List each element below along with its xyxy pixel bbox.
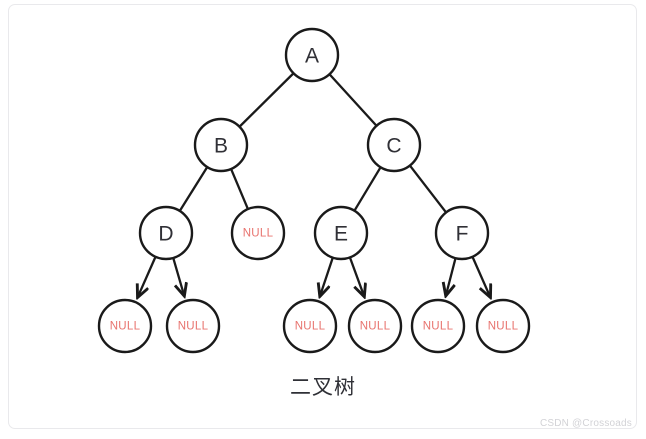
node-circle-n7	[475, 298, 531, 354]
node-label-d: D	[158, 223, 173, 246]
node-circle-a	[284, 27, 340, 83]
tree-node-n6[interactable]: NULL	[410, 298, 466, 354]
tree-node-n1[interactable]: NULL	[230, 205, 286, 261]
node-circle-n4	[282, 298, 338, 354]
node-label-e: E	[334, 223, 348, 246]
node-label-n5: NULL	[360, 321, 391, 333]
node-circle-n3	[165, 298, 221, 354]
node-circle-f	[434, 205, 490, 261]
node-circle-n6	[410, 298, 466, 354]
node-circle-b	[193, 117, 249, 173]
node-label-b: B	[214, 135, 228, 158]
node-label-a: A	[305, 45, 319, 68]
tree-edge-b-to-n1	[230, 168, 249, 210]
node-label-n2: NULL	[110, 321, 141, 333]
tree-node-n3[interactable]: NULL	[165, 298, 221, 354]
tree-edge-d-to-n2	[138, 256, 157, 296]
tree-node-e[interactable]: E	[313, 205, 369, 261]
tree-edge-c-to-e	[353, 167, 382, 211]
node-circle-n2	[97, 298, 153, 354]
tree-edge-c-to-f	[409, 165, 447, 213]
tree-edge-d-to-n3	[172, 258, 184, 295]
node-circle-n5	[347, 298, 403, 354]
tree-edge-a-to-c	[328, 73, 378, 127]
tree-node-n7[interactable]: NULL	[475, 298, 531, 354]
diagram-caption: 二叉树	[290, 375, 356, 399]
tree-node-n5[interactable]: NULL	[347, 298, 403, 354]
node-label-n6: NULL	[423, 321, 454, 333]
tree-edge-e-to-n5	[349, 257, 364, 296]
node-label-n7: NULL	[488, 321, 519, 333]
tree-node-a[interactable]: A	[284, 27, 340, 83]
node-circle-d	[138, 205, 194, 261]
node-label-c: C	[386, 135, 401, 158]
tree-edge-e-to-n4	[320, 257, 334, 296]
node-circle-n1	[230, 205, 286, 261]
tree-edge-f-to-n7	[471, 256, 490, 296]
node-label-n1: NULL	[243, 228, 274, 240]
tree-node-d[interactable]: D	[138, 205, 194, 261]
tree-edge-f-to-n6	[446, 258, 457, 295]
tree-node-c[interactable]: C	[366, 117, 422, 173]
tree-edges-group	[138, 72, 490, 297]
tree-node-n4[interactable]: NULL	[282, 298, 338, 354]
node-circle-c	[366, 117, 422, 173]
tree-edge-a-to-b	[239, 72, 294, 128]
node-label-n3: NULL	[178, 321, 209, 333]
tree-node-f[interactable]: F	[434, 205, 490, 261]
node-label-f: F	[456, 223, 469, 246]
node-label-n4: NULL	[295, 321, 326, 333]
node-circle-e	[313, 205, 369, 261]
tree-node-n2[interactable]: NULL	[97, 298, 153, 354]
tree-node-b[interactable]: B	[193, 117, 249, 173]
watermark-text: CSDN @Crossoads	[539, 418, 632, 429]
tree-nodes-group: A B C D NULL E F NULL NULL NULL NULL NULL NULL	[97, 27, 531, 354]
tree-edge-b-to-d	[179, 166, 208, 212]
